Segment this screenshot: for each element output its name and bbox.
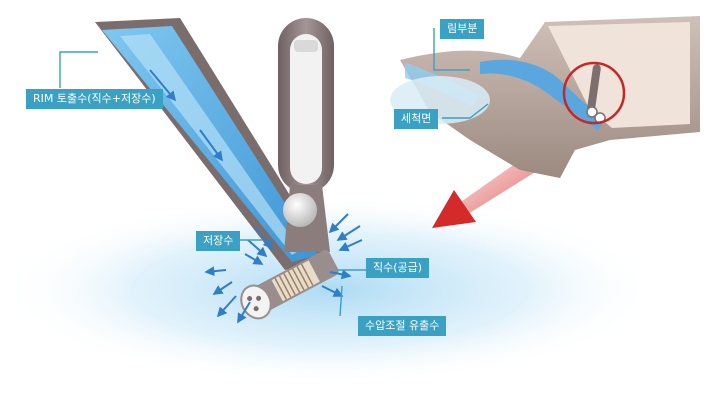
label-pressure-outflow: 수압조절 유출수 xyxy=(358,316,447,336)
nozzle xyxy=(240,250,339,320)
label-rim-outflow: RIM 토출수(직수+저장수) xyxy=(26,89,163,109)
rim-cutaway-inset xyxy=(390,16,700,178)
zoom-circle xyxy=(562,61,626,125)
flow-arrows xyxy=(149,69,363,324)
label-wash-surface: 세척면 xyxy=(394,109,439,129)
label-direct-water: 직수(공급) xyxy=(366,258,430,278)
label-rim-part: 림부분 xyxy=(440,19,485,39)
label-stored-water: 저장수 xyxy=(196,231,241,251)
leader-lines xyxy=(59,28,489,317)
float-ball xyxy=(283,193,317,227)
